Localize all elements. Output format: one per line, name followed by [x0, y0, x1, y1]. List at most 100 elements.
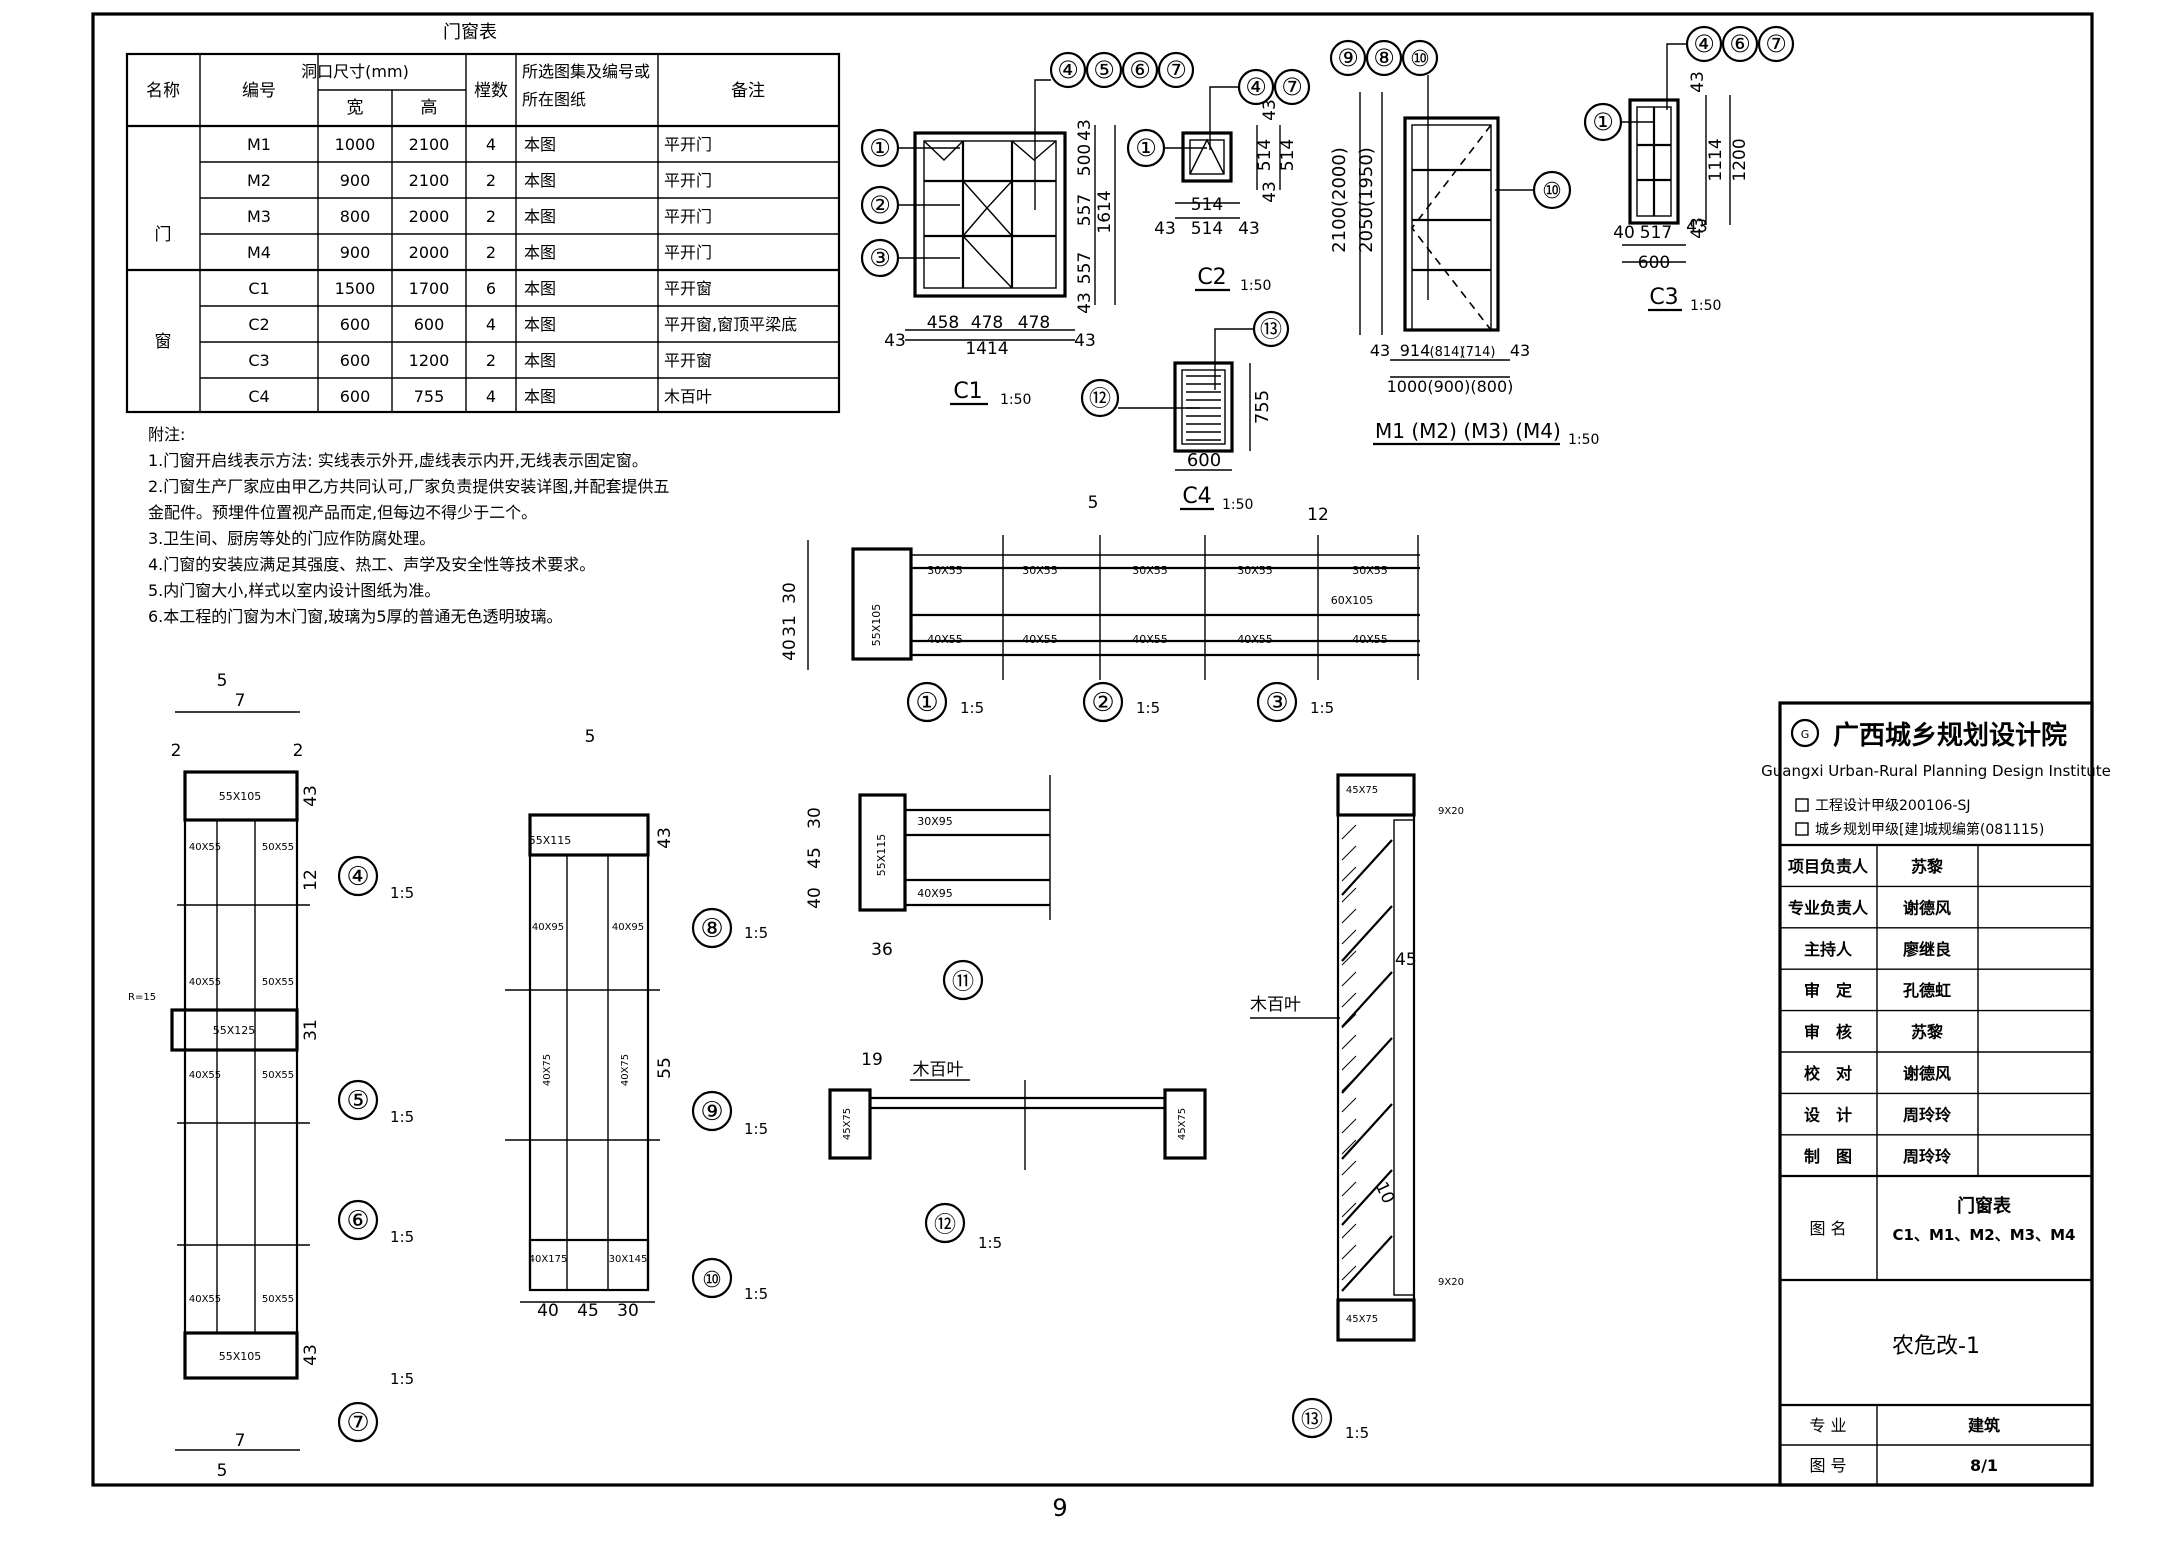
d11-sec-jamb: 55X115 — [875, 834, 888, 877]
table-cell-h: 600 — [414, 315, 445, 334]
d13-num: ⑬ — [1301, 1408, 1323, 1433]
d2-scale: 1:5 — [1136, 699, 1160, 717]
d4-dim-43: 43 — [301, 785, 321, 807]
hatch-line — [1341, 824, 1357, 840]
d1-scale: 1:5 — [960, 699, 984, 717]
c1-callout-2: ② — [869, 191, 891, 219]
c2-dim-b1: 514 — [1191, 219, 1223, 239]
hatch-line — [1341, 908, 1357, 924]
table-cell-code: M2 — [247, 171, 271, 190]
c3-dim-b1: 517 — [1640, 223, 1672, 243]
c2-elevation: ① ④ ⑦ 514 43 514 43 43 514 514 43 C2 1:5… — [1126, 68, 1311, 294]
door-window-table: 门窗表 名称 编号 洞口尺寸(mm) 宽 高 樘数 所选图集及编号或所在图纸 备… — [125, 22, 841, 414]
d13-dim-45: 45 — [1395, 950, 1417, 970]
d11-num: ⑪ — [952, 970, 974, 995]
d8-num: ⑧ — [700, 914, 723, 944]
d6-sec-a: 40X55 — [189, 1070, 221, 1081]
table-cell-h: 1200 — [409, 351, 450, 370]
hatch-line — [1341, 971, 1357, 987]
table-cell-remark: 平开窗,窗顶平梁底 — [664, 315, 797, 334]
table-cell-w: 800 — [340, 207, 371, 226]
d4-dim-top-33: 7 — [235, 691, 246, 711]
hatch-line — [1341, 1160, 1357, 1176]
tb-role: 项目负责人 — [1788, 857, 1869, 876]
d4-sec-a: 40X55 — [189, 842, 221, 853]
d10-dim-40: 40 — [537, 1301, 559, 1321]
d1-dim-31: 31 — [780, 615, 800, 637]
tb-role: 主持人 — [1804, 940, 1853, 959]
d12-dim-19: 19 — [861, 1050, 883, 1070]
table-cell-w: 600 — [340, 315, 371, 334]
hatch-line — [1341, 1244, 1357, 1260]
table-cell-h: 2100 — [409, 135, 450, 154]
m-dim-b4: 43 — [1510, 341, 1530, 360]
d4-scale: 1:5 — [390, 884, 414, 902]
table-cell-src: 本图 — [524, 279, 556, 298]
hatch-line — [1341, 1097, 1357, 1113]
c3-scale: 1:50 — [1690, 298, 1721, 314]
hatch-line — [1341, 950, 1357, 966]
tb-person: 谢德风 — [1903, 898, 1951, 917]
d9-sec-b: 40X75 — [620, 1054, 631, 1086]
d8-sec-b: 40X95 — [612, 922, 644, 933]
c3-dim-b0: 40 — [1613, 223, 1635, 243]
table-cell-remark: 木百叶 — [664, 387, 712, 406]
c4-callout-12: ⑫ — [1089, 387, 1111, 412]
d4-sec-b: 50X55 — [262, 842, 294, 853]
tb-person: 周玲玲 — [1903, 1105, 1952, 1124]
d11-dim-36: 36 — [871, 940, 893, 960]
note-line: 5.内门窗大小,样式以室内设计图纸为准。 — [148, 581, 440, 600]
slat-section — [1341, 905, 1393, 962]
table-cell-w: 900 — [340, 171, 371, 190]
tb-person: 廖继良 — [1903, 940, 1951, 959]
c2-scale: 1:50 — [1240, 278, 1271, 294]
d8-dim-43: 43 — [655, 827, 675, 849]
note-line: 3.卫生间、厨房等处的门应作防腐处理。 — [148, 529, 435, 548]
d3-scale: 1:5 — [1310, 699, 1334, 717]
c4-label: C4 — [1182, 484, 1211, 509]
table-cell-src: 本图 — [524, 243, 556, 262]
hatch-line — [1341, 866, 1357, 882]
sec-label-top: 30X55 — [1237, 564, 1273, 577]
c2-dim-top: 514 — [1191, 195, 1223, 215]
c2-dim-b2: 43 — [1238, 219, 1260, 239]
d9-scale: 1:5 — [744, 1120, 768, 1138]
hdr-code: 编号 — [242, 81, 276, 101]
d8-sec-head: 55X115 — [529, 834, 572, 847]
c1-callout-1: ① — [869, 134, 891, 162]
c2-dim-r2: 514 — [1278, 139, 1298, 171]
note-line: 6.本工程的门窗为木门窗,玻璃为5厚的普通无色透明玻璃。 — [148, 607, 563, 626]
hdr-size: 洞口尺寸(mm) — [301, 62, 409, 81]
c3-dim-total: 600 — [1638, 253, 1670, 273]
table-cell-h: 2000 — [409, 207, 450, 226]
d12-num: ⑫ — [934, 1213, 956, 1238]
note-line: 金配件。预埋件位置视产品而定,但每边不得少于二个。 — [148, 503, 537, 522]
table-cell-n: 2 — [486, 243, 496, 262]
sec-label-bottom: 40X55 — [927, 633, 963, 646]
c1-scale: 1:50 — [1000, 392, 1031, 408]
c3-dim-r2: 1200 — [1730, 138, 1750, 181]
hatch-line — [1341, 1265, 1357, 1281]
notes: 附注: 1.门窗开启线表示方法: 实线表示外开,虚线表示内开,无线表示固定窗。2… — [148, 425, 669, 626]
d8-scale: 1:5 — [744, 924, 768, 942]
table-cell-src: 本图 — [524, 315, 556, 334]
d7-dim-bot-5: 5 — [217, 1461, 228, 1481]
cert-line-2: 城乡规划甲级[建]城规编第(081115) — [1815, 821, 2044, 838]
tb-person: 孔德虹 — [1903, 981, 1951, 1000]
d4-dim-2-right: 2 — [293, 741, 304, 761]
d4-sec-head: 55X105 — [219, 790, 262, 803]
hatch-line — [1341, 992, 1357, 1008]
m-dim-left-1: 2050(1950) — [1356, 147, 1377, 253]
table-cell-n: 4 — [486, 315, 496, 334]
d4-dim-2-left: 2 — [171, 741, 182, 761]
institute-name-en: Guangxi Urban-Rural Planning Design Inst… — [1761, 762, 2111, 780]
c3-callout-6: ⑥ — [1729, 30, 1751, 58]
m-dim-b3: (714) — [1461, 345, 1496, 360]
c1-dim-b2: 478 — [971, 313, 1003, 333]
table-cell-src: 本图 — [524, 207, 556, 226]
hatch-line — [1341, 1202, 1357, 1218]
m-elevation: ⑨ ⑧ ⑩ ⑩ 2100(2000) 2050(1950) 43 914 (81… — [1329, 39, 1599, 448]
table-cell-h: 2000 — [409, 243, 450, 262]
hatch-line — [1341, 929, 1357, 945]
d5-sec-transom: 55X125 — [213, 1024, 256, 1037]
